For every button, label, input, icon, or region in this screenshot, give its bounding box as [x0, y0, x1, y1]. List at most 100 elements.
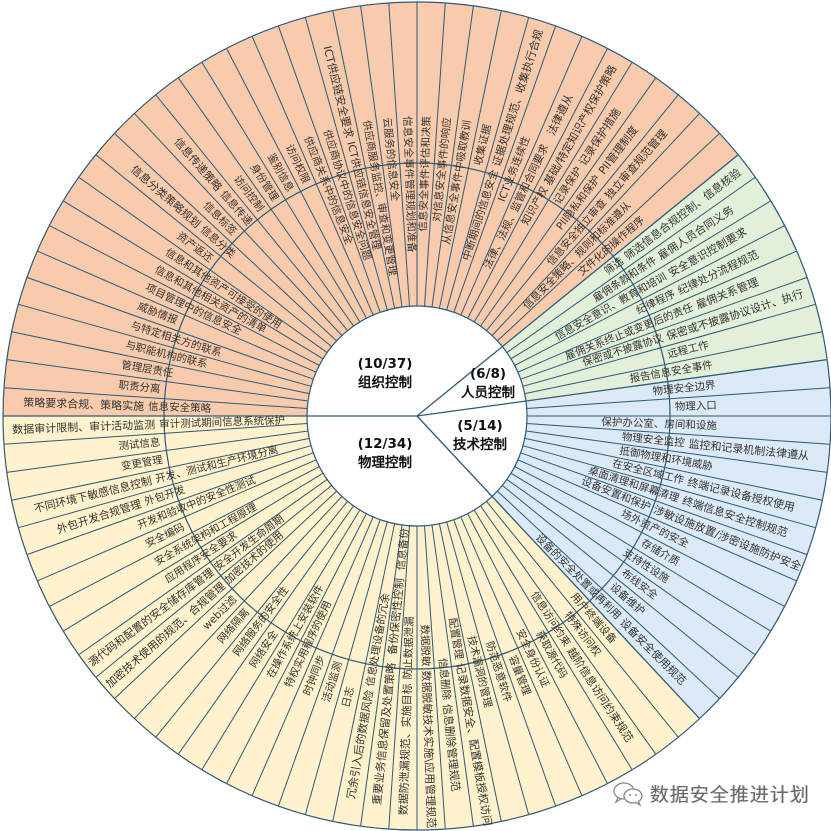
- slot-divider: [277, 25, 381, 313]
- slot-divider: [37, 459, 317, 582]
- slot-divider: [438, 10, 502, 309]
- slot-divider: [49, 225, 320, 366]
- category-boundary: [416, 358, 828, 417]
- slot-divider: [332, 523, 396, 822]
- category-boundary: [416, 415, 701, 720]
- control-item: 数据脱敏: [418, 624, 432, 667]
- watermark-text: 数据安全推进计划: [650, 784, 811, 806]
- category-name-org: 组织控制: [358, 374, 412, 391]
- sector-physical: [3, 416, 700, 830]
- slot-divider: [506, 479, 756, 656]
- slot-divider: [526, 387, 831, 409]
- slot-divider: [506, 176, 756, 353]
- slot-divider: [520, 452, 808, 556]
- control-item: 信息安全策略: [148, 400, 212, 415]
- control-detail: 数据脱敏技术实施\应用管理规范: [419, 670, 438, 828]
- control-item: 信息备份: [394, 527, 411, 571]
- control-item: 信息安全事件评估和决策: [416, 115, 433, 231]
- slot-divider: [18, 445, 312, 529]
- control-item: 物理安全边界: [652, 378, 716, 397]
- slot-divider: [226, 48, 367, 319]
- control-item: 审计测试期间信息系统保护: [159, 414, 285, 431]
- slot-divider: [522, 303, 816, 387]
- slot-divider: [26, 276, 314, 380]
- watermark: 数据安全推进计划: [612, 780, 810, 807]
- slot-divider: [78, 479, 328, 656]
- control-item: 测试信息: [118, 435, 161, 452]
- control-item: 职责分离: [118, 378, 161, 395]
- slot-divider: [520, 276, 808, 380]
- slot-divider: [525, 430, 828, 473]
- slot-divider: [37, 250, 317, 373]
- slot-divider: [526, 423, 831, 445]
- slot-divider: [438, 523, 502, 822]
- slot-divider: [431, 524, 474, 827]
- slot-divider: [510, 472, 771, 632]
- slot-divider: [114, 133, 337, 342]
- slot-divider: [453, 519, 557, 807]
- control-item: 信息安全事件管理规划和准备: [401, 116, 419, 253]
- slot-divider: [502, 485, 739, 678]
- slot-divider: [486, 501, 679, 738]
- slot-divider: [155, 94, 348, 331]
- slot-divider: [134, 113, 343, 336]
- control-item: 物理安全监控: [621, 430, 685, 449]
- slot-divider: [497, 490, 720, 699]
- slot-divider: [424, 2, 446, 307]
- category-name-people: 人员控制: [461, 384, 515, 401]
- slot-divider: [514, 466, 785, 607]
- slot-divider: [473, 62, 633, 323]
- slot-divider: [524, 437, 823, 501]
- category-count-org: (10/37): [358, 356, 413, 372]
- slot-divider: [517, 250, 797, 373]
- slot-divider: [95, 154, 332, 347]
- slot-divider: [11, 437, 310, 501]
- slot-divider: [360, 5, 403, 308]
- slot-divider: [460, 516, 583, 796]
- slot-divider: [514, 225, 785, 366]
- control-item: 物理入口: [675, 399, 717, 413]
- slot-divider: [226, 513, 367, 784]
- slot-divider: [388, 2, 410, 307]
- control-item: 日志: [339, 685, 357, 708]
- slot-divider: [491, 113, 700, 336]
- slot-divider: [134, 496, 343, 719]
- slot-divider: [201, 509, 361, 770]
- slot-divider: [360, 524, 403, 827]
- slot-divider: [95, 485, 332, 678]
- slot-divider: [114, 490, 337, 699]
- slot-divider: [18, 303, 312, 387]
- slot-divider: [486, 94, 679, 331]
- control-detail: 数据审计限制、审计活动监测: [12, 417, 155, 436]
- sector-fill-physical: [3, 416, 700, 830]
- slot-divider: [446, 17, 530, 311]
- slot-divider: [467, 513, 608, 784]
- slot-divider: [497, 133, 720, 342]
- slot-divider: [6, 359, 309, 402]
- slot-divider: [460, 36, 583, 316]
- slot-divider: [453, 25, 557, 313]
- category-count-tech: (5/14): [457, 418, 502, 434]
- slot-divider: [78, 176, 328, 353]
- slot-divider: [522, 445, 816, 529]
- slot-divider: [277, 519, 381, 807]
- slot-divider: [251, 36, 374, 316]
- slot-divider: [63, 200, 324, 360]
- category-count-physical: (12/34): [358, 436, 413, 452]
- control-item: 保护办公室、房间和设施: [601, 415, 717, 432]
- slot-divider: [424, 525, 446, 830]
- slot-divider: [446, 521, 530, 815]
- slot-divider: [155, 501, 348, 738]
- slot-divider: [201, 62, 361, 323]
- slot-divider: [480, 77, 657, 327]
- slot-divider: [3, 423, 308, 445]
- slot-divider: [177, 77, 354, 327]
- slot-divider: [11, 331, 310, 395]
- slot-divider: [304, 521, 388, 815]
- slot-divider: [388, 525, 410, 830]
- wechat-icon: [613, 781, 643, 807]
- slot-divider: [63, 472, 324, 632]
- control-detail: 数据防泄漏规范、实施目标: [396, 683, 414, 815]
- category-count-people: (6/8): [470, 366, 506, 382]
